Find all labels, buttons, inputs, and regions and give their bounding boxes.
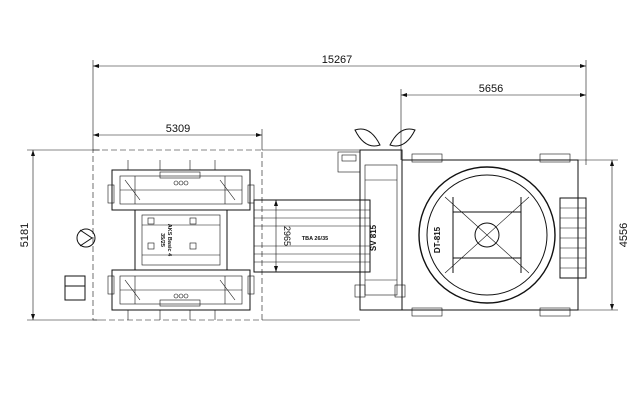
left-machine-sublabel: 35/25 [159,233,165,247]
middle-machine-label: SV 815 [369,224,378,251]
overall-length-label: 15267 [322,54,353,66]
conveyor-label: TBA 26/35 [302,236,328,242]
dimension-overall-width: 5181 [19,149,100,321]
operator-symbol [76,228,96,248]
overall-width-label: 5181 [19,223,31,247]
middle-machine-sv: SV 815 [337,128,416,311]
dimension-right-section-length: 5656 [400,83,586,160]
right-machine-label: DT-815 [433,226,442,253]
right-section-length-label: 5656 [479,83,503,95]
dimension-right-section-width: 4556 [578,159,630,311]
right-section-width-label: 4556 [618,223,630,247]
left-machine-aks: AKS Basic 4 35/25 [107,160,255,320]
left-machine-frame [92,149,360,321]
conveyor-tba: TBA 26/35 [253,199,371,273]
dimension-conveyor-width: 2965 [274,200,292,272]
conveyor-width-label: 2965 [282,226,292,246]
left-section-length-label: 5309 [166,123,190,135]
right-machine-dt: DT-815 [401,153,587,317]
control-box [64,275,86,301]
left-machine-label: AKS Basic 4 [166,224,172,257]
dimension-overall-length: 15267 [92,54,587,165]
dimension-left-section-length: 5309 [93,123,263,150]
